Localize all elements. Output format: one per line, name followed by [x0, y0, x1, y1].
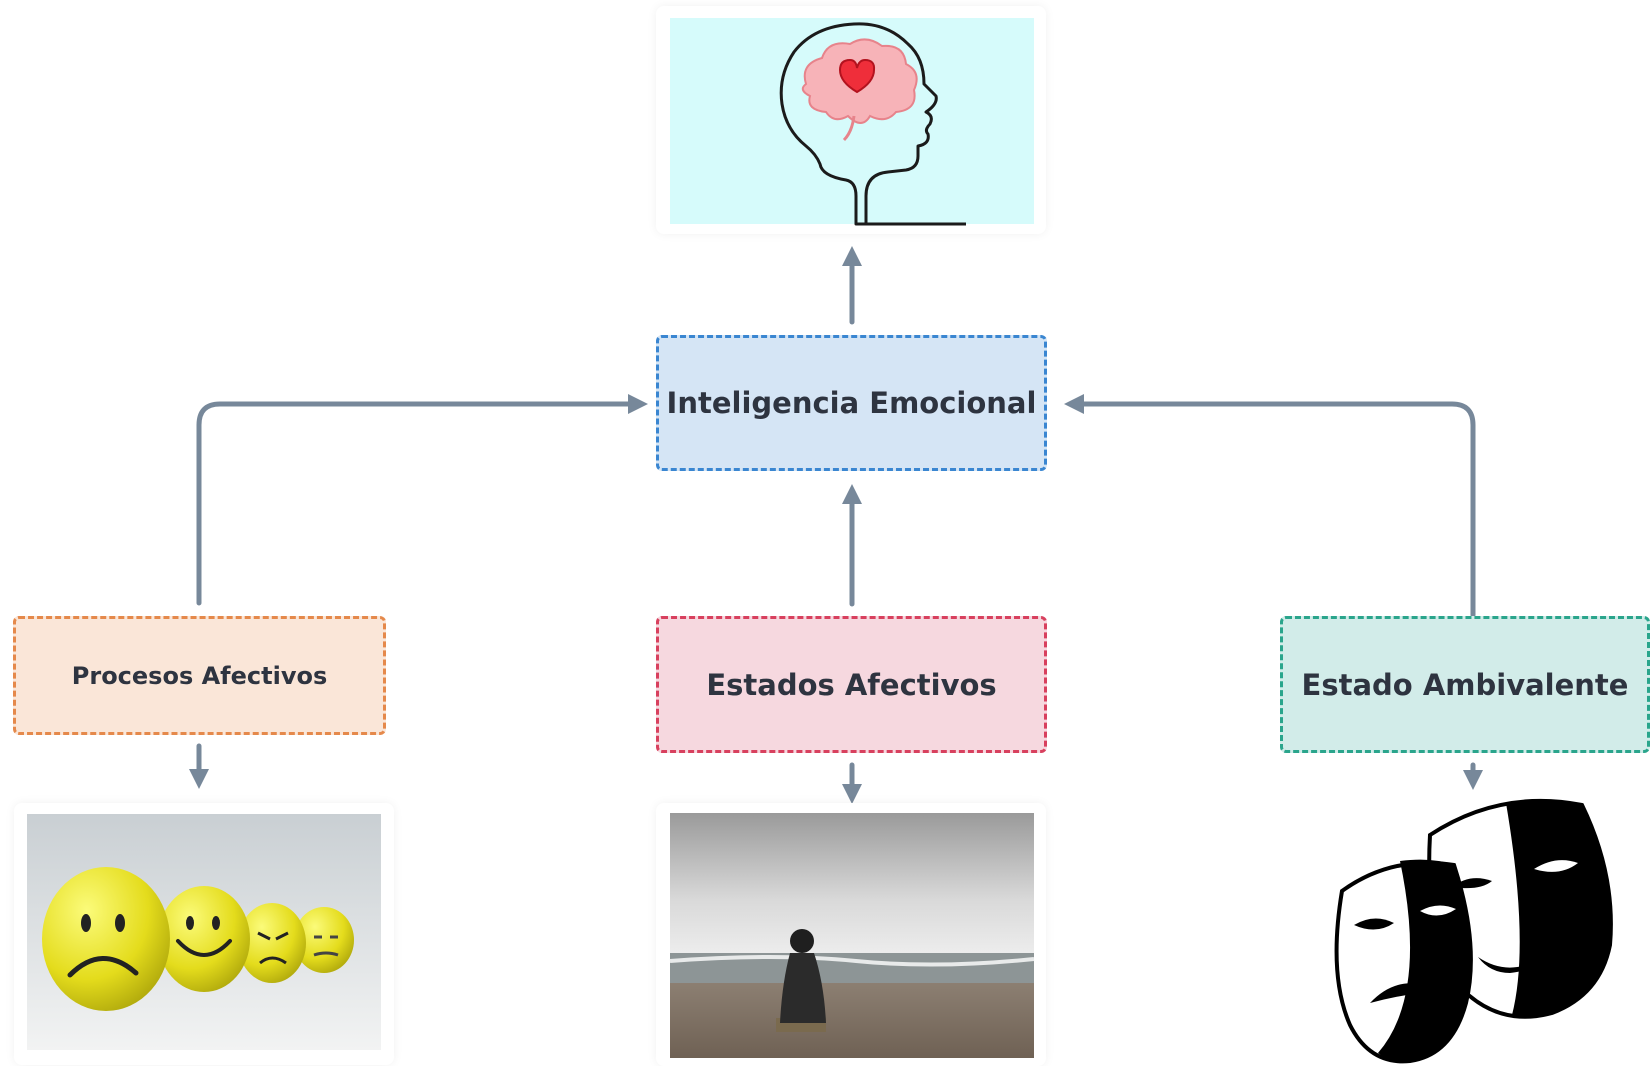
connector-right-to-center [1064, 394, 1476, 618]
brain-image-card [656, 6, 1046, 234]
node-estado-ambivalente: Estado Ambivalente [1280, 616, 1650, 753]
node-procesos-afectivos: Procesos Afectivos [13, 616, 386, 735]
emoji-balls-image-card [14, 803, 394, 1065]
beach-photo [669, 813, 1035, 1058]
masks-image-card [1320, 795, 1650, 1066]
node-label: Estados Afectivos [706, 667, 997, 702]
brain-heart-icon [670, 18, 1034, 226]
node-label: Inteligencia Emocional [666, 386, 1037, 420]
emoji-balls-illustration [27, 814, 381, 1050]
node-label: Procesos Afectivos [71, 661, 328, 690]
node-label: Estado Ambivalente [1301, 667, 1629, 702]
node-estados-afectivos: Estados Afectivos [656, 616, 1047, 753]
node-inteligencia-emocional: Inteligencia Emocional [656, 335, 1047, 471]
connector-left-to-center [196, 394, 648, 606]
theater-masks-illustration [1334, 798, 1613, 1064]
beach-image-card [656, 803, 1046, 1066]
